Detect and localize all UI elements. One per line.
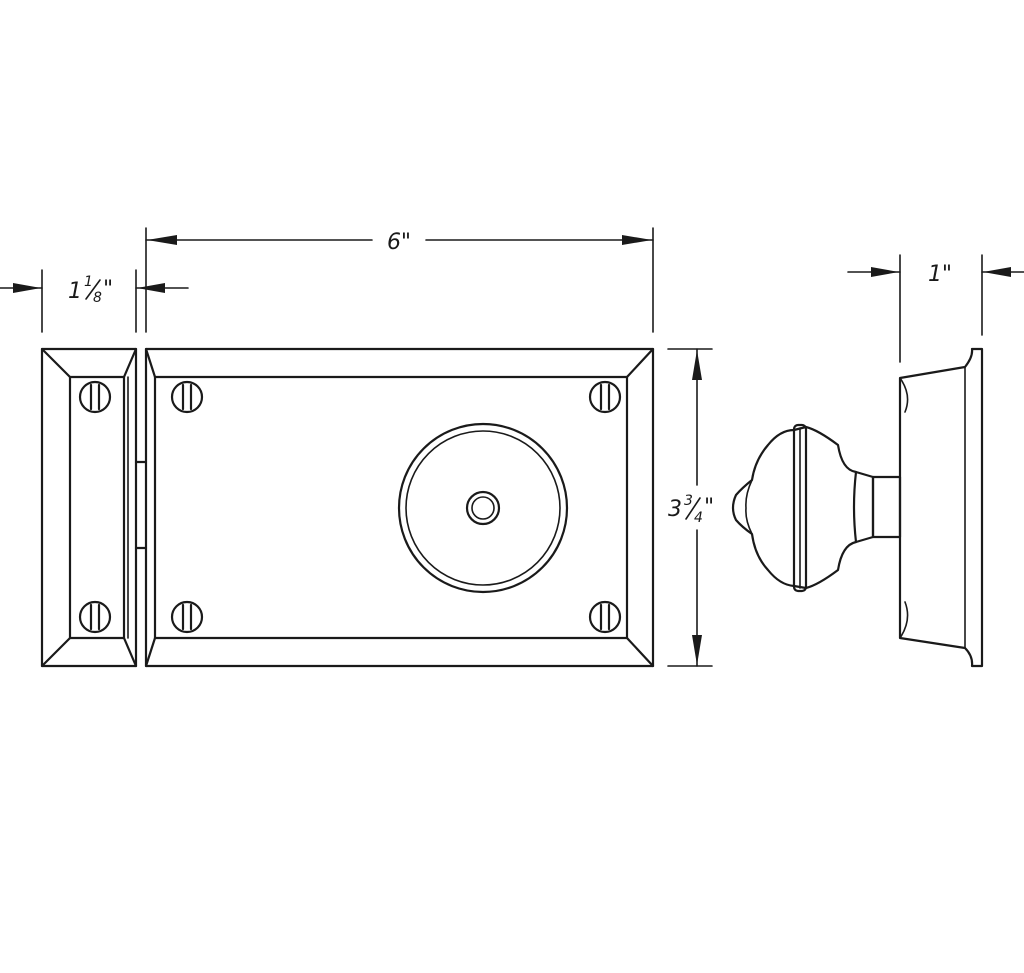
lock-height-whole: 3 bbox=[668, 497, 682, 522]
screw-icon bbox=[170, 380, 204, 414]
lock-width-label: 6" bbox=[387, 230, 411, 255]
dimension-strike-width: 1 1 8 " bbox=[0, 269, 189, 333]
depth-label: 1" bbox=[928, 262, 952, 287]
dimension-lock-height: 3 3 4 " bbox=[667, 348, 714, 667]
strike-width-denominator: 8 bbox=[93, 290, 102, 306]
latch-bolt bbox=[134, 460, 148, 550]
lock-height-unit: " bbox=[704, 495, 714, 520]
screw-icon bbox=[588, 380, 622, 414]
lock-body bbox=[144, 347, 655, 668]
lock-height-numerator: 3 bbox=[684, 493, 693, 509]
lock-height-denominator: 4 bbox=[694, 510, 703, 526]
screw-icon bbox=[588, 600, 622, 634]
strike-plate bbox=[40, 347, 138, 668]
screw-icon bbox=[78, 380, 112, 414]
screw-icon bbox=[78, 600, 112, 634]
strike-width-numerator: 1 bbox=[84, 274, 93, 290]
dimension-depth: 1" bbox=[847, 254, 1024, 363]
dimension-lock-width: 6" bbox=[145, 227, 654, 333]
strike-width-whole: 1 bbox=[68, 279, 82, 304]
strike-width-unit: " bbox=[103, 277, 113, 302]
screw-icon bbox=[170, 600, 204, 634]
side-view bbox=[731, 347, 984, 668]
keyhole-rose bbox=[397, 422, 569, 594]
knob bbox=[731, 423, 858, 593]
